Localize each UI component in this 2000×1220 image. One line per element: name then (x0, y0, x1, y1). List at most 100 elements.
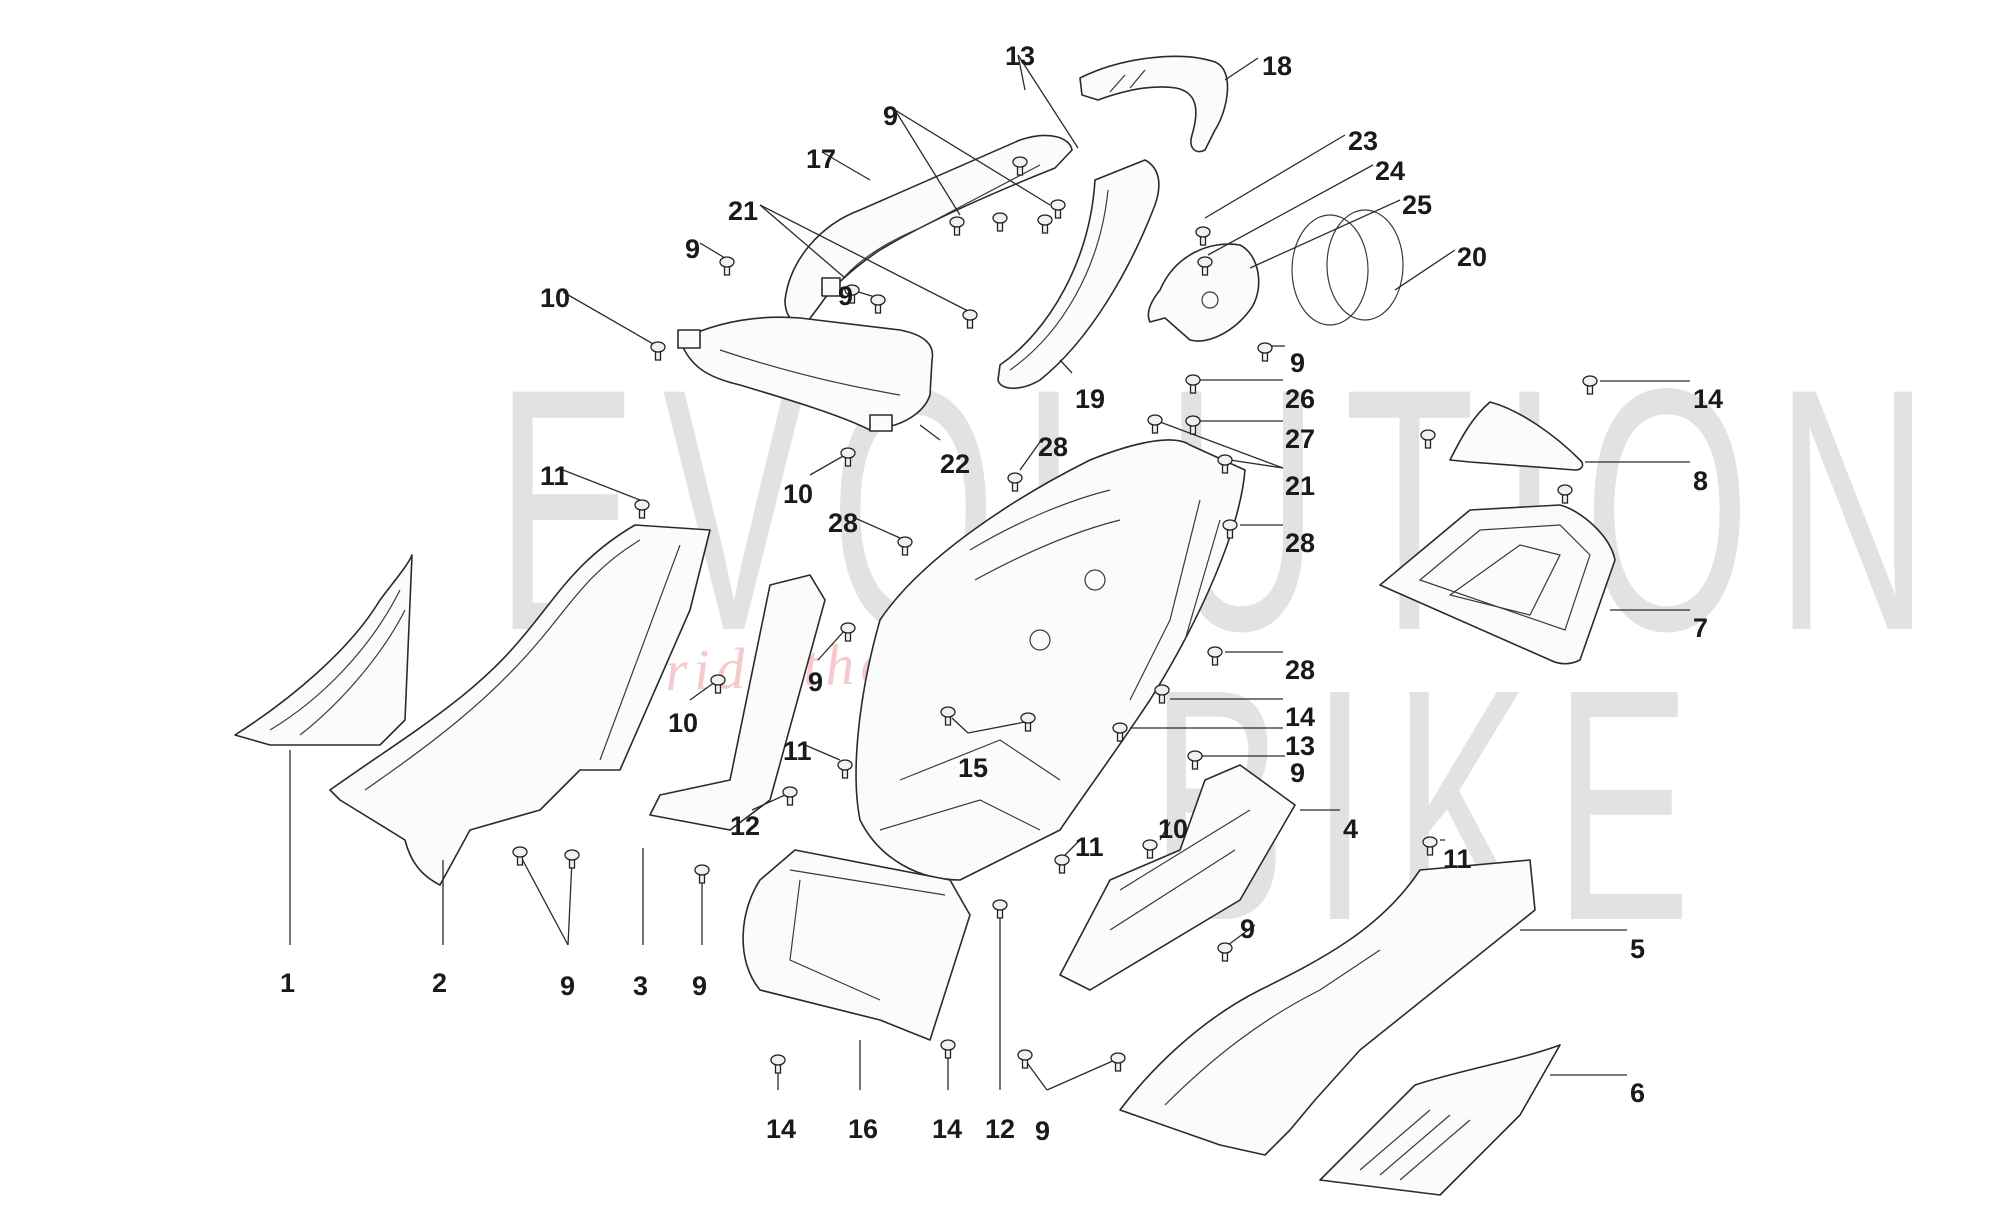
fastener-15-icon (1020, 712, 1036, 732)
callout-label: 10 (668, 708, 698, 738)
callout-label: 27 (1285, 424, 1315, 454)
callout-label: 15 (958, 753, 988, 783)
fastener-11-icon (1054, 854, 1070, 874)
leader-line-21 (1229, 459, 1284, 469)
leader-line-15 (967, 721, 1026, 734)
leader-line-13 (1017, 54, 1026, 91)
callout-label: 11 (783, 736, 812, 766)
part-19-side-rail-trim (997, 159, 1160, 390)
leader-line-9 (519, 854, 569, 946)
fastener-8-icon (1420, 429, 1436, 449)
leader-line-10 (689, 681, 716, 701)
leader-line-23 (1204, 134, 1346, 219)
callout-label: 9 (1240, 914, 1255, 944)
leader-line-9 (567, 859, 573, 946)
leader-line-9 (1046, 1059, 1116, 1091)
leader-line-19 (1059, 359, 1073, 374)
callout-label: 12 (730, 811, 760, 841)
part-17-grab-handle (784, 134, 1073, 326)
leader-line-9 (699, 242, 726, 259)
fasteners (512, 156, 1598, 1074)
part-4-right-inner-strip (1059, 764, 1296, 991)
fastener-23-icon (1195, 226, 1211, 246)
callout-label: 23 (1348, 126, 1378, 156)
callout-label: 14 (1285, 702, 1315, 732)
callout-label: 14 (932, 1114, 962, 1144)
callout-label: 3 (633, 971, 648, 1001)
leader-line-9 (817, 629, 846, 661)
callout-label: 21 (1285, 471, 1315, 501)
fastener-9-icon (512, 846, 528, 866)
callout-label: 9 (560, 971, 575, 1001)
callout-label: 16 (848, 1114, 878, 1144)
fastener-15-icon (940, 706, 956, 726)
callout-label: 21 (728, 196, 758, 226)
fastener-9-icon (992, 212, 1008, 232)
callout-label: 9 (808, 667, 823, 697)
callout-label: 28 (828, 508, 858, 538)
callout-label: 9 (838, 281, 853, 311)
callout-label: 24 (1375, 156, 1405, 186)
leader-line-24 (1207, 164, 1374, 256)
fastener-27-icon (1185, 415, 1201, 435)
leader-line-11 (1064, 839, 1081, 856)
callout-label: 22 (940, 449, 970, 479)
leader-line-17 (821, 151, 871, 181)
callout-label: 12 (985, 1114, 1015, 1144)
callout-label: 13 (1285, 731, 1315, 761)
callout-label: 14 (1693, 384, 1723, 414)
leader-line-20 (1394, 249, 1456, 291)
fastener-9-icon (1037, 214, 1053, 234)
callout-label: 18 (1262, 51, 1292, 81)
fastener-9-icon (1187, 750, 1203, 770)
callout-label: 1 (280, 968, 295, 998)
leader-line-13 (1017, 54, 1079, 149)
fastener-9-icon (1257, 342, 1273, 362)
fastener-9-icon (564, 849, 580, 869)
callout-label: 11 (1443, 844, 1472, 874)
leader-line-11 (562, 469, 641, 501)
leader-line-21 (759, 204, 846, 279)
leader-line-21 (759, 204, 971, 313)
callout-label: 9 (1290, 758, 1305, 788)
part-16-rear-mudguard-tray (742, 849, 971, 1041)
leader-line-9 (894, 109, 1051, 206)
fastener-21-icon (844, 284, 860, 304)
fastener-14-icon (940, 1039, 956, 1059)
callout-label: 4 (1343, 814, 1358, 844)
fastener-9-icon (840, 622, 856, 642)
leader-lines (289, 54, 1690, 1091)
fastener-12-icon (992, 899, 1008, 919)
leader-line-28 (1019, 441, 1041, 471)
callout-label: 13 (1005, 41, 1035, 71)
leader-line-9 (894, 109, 961, 216)
part-25-fuel-cap-housing (1147, 243, 1260, 342)
fastener-12-icon (782, 786, 798, 806)
callout-label: 28 (1038, 432, 1068, 462)
leader-line-15 (951, 717, 969, 734)
callout-label: 25 (1402, 190, 1432, 220)
fastener-14-icon (1154, 684, 1170, 704)
part-2-left-side-panel (329, 524, 711, 886)
fastener-13-icon (1012, 156, 1028, 176)
callout-label: 8 (1693, 466, 1708, 496)
fastener-21-icon (962, 309, 978, 329)
fastener-9-icon (1110, 1052, 1126, 1072)
callout-label: 2 (432, 968, 447, 998)
central-rear-body-panel (855, 439, 1246, 881)
fastener-21-icon (1147, 414, 1163, 434)
callout-label: 9 (1290, 348, 1305, 378)
fastener-11-icon (837, 759, 853, 779)
callout-label: 10 (540, 283, 570, 313)
part-1-left-lower-side-trim (234, 554, 413, 746)
fastener-28-icon (897, 536, 913, 556)
callout-label: 11 (1075, 832, 1104, 862)
fastener-14-icon (770, 1054, 786, 1074)
leader-line-9 (1227, 924, 1256, 946)
fastener-9-icon (870, 294, 886, 314)
callout-label: 28 (1285, 528, 1315, 558)
callout-label: 6 (1630, 1078, 1645, 1108)
callout-label: 9 (685, 234, 700, 264)
